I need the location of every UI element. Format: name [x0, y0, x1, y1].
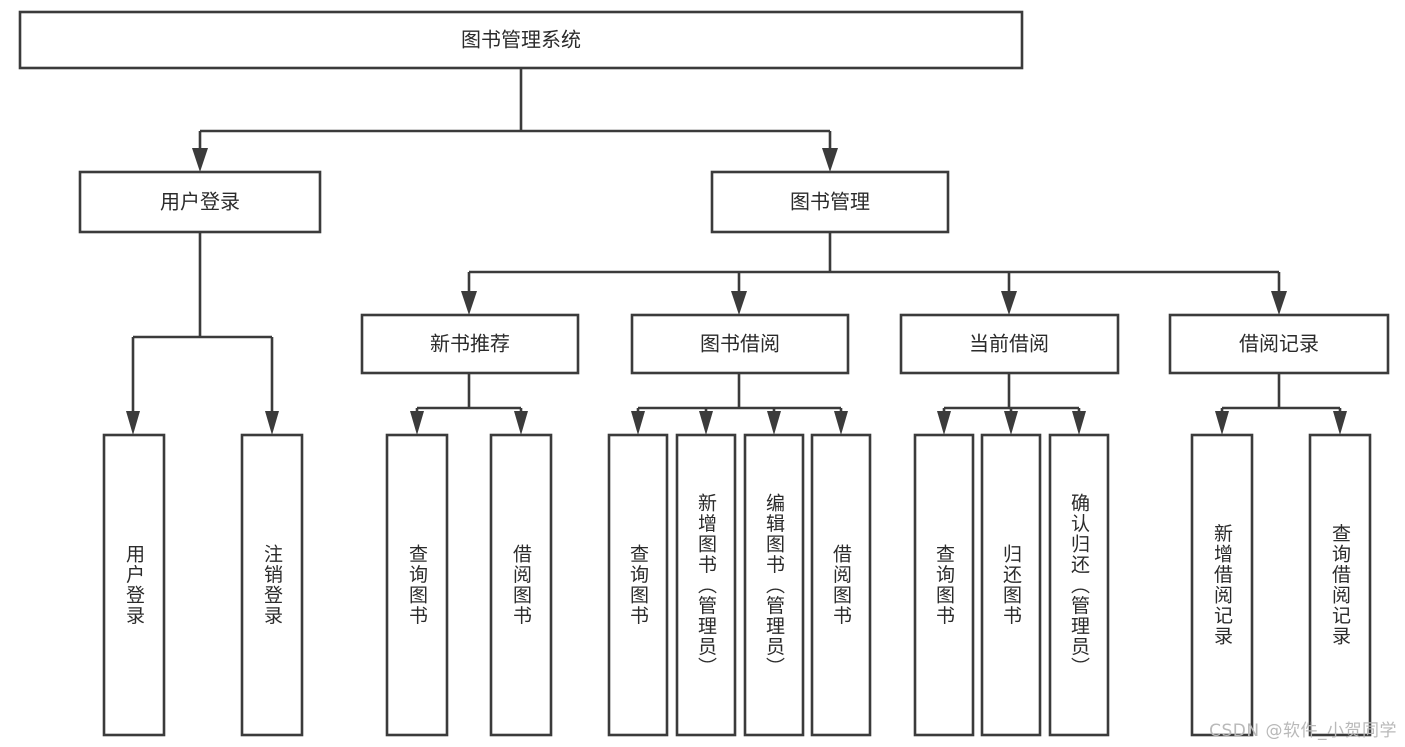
node-leaf-confirm-return-label: 确认归还（管理员） — [1068, 492, 1090, 677]
node-leaf-query-book-3-label: 查询图书 — [933, 544, 955, 626]
node-root[interactable]: 图书管理系统 — [18, 10, 1024, 70]
node-leaf-query-record[interactable]: 查询借阅记录 — [1308, 433, 1372, 737]
arrow-head-new-book-recommend — [461, 291, 477, 315]
arrow-head-leaf-user-login — [126, 411, 140, 435]
arrow-head-leaf-add-record — [1215, 411, 1229, 435]
node-user-login[interactable]: 用户登录 — [78, 170, 322, 234]
node-book-borrow[interactable]: 图书借阅 — [630, 313, 850, 375]
node-leaf-edit-book-label: 编辑图书（管理员） — [763, 492, 785, 677]
node-leaf-query-book-1-label: 查询图书 — [406, 544, 428, 626]
node-leaf-logout-login-label: 注销登录 — [261, 544, 283, 626]
arrow-head-user-login — [192, 148, 208, 172]
node-new-book-recommend-label: 新书推荐 — [430, 332, 510, 356]
node-leaf-borrow-book-1[interactable]: 借阅图书 — [489, 433, 553, 737]
arrow-head-leaf-query-book-3 — [937, 411, 951, 435]
node-user-login-label: 用户登录 — [160, 190, 240, 214]
node-borrow-record[interactable]: 借阅记录 — [1168, 313, 1390, 375]
node-leaf-logout-login[interactable]: 注销登录 — [240, 433, 304, 737]
arrow-head-leaf-logout-login — [265, 411, 279, 435]
node-book-manage[interactable]: 图书管理 — [710, 170, 950, 234]
node-book-borrow-label: 图书借阅 — [700, 332, 780, 356]
arrow-head-leaf-edit-book — [767, 411, 781, 435]
node-leaf-add-book[interactable]: 新增图书（管理员） — [675, 433, 737, 737]
connector-layer — [126, 68, 1347, 435]
node-book-manage-label: 图书管理 — [790, 190, 870, 214]
node-leaf-edit-book[interactable]: 编辑图书（管理员） — [743, 433, 805, 737]
node-current-borrow-label: 当前借阅 — [969, 332, 1049, 356]
node-leaf-return-book[interactable]: 归还图书 — [980, 433, 1042, 737]
node-leaf-user-login-label: 用户登录 — [123, 544, 145, 626]
node-leaf-confirm-return[interactable]: 确认归还（管理员） — [1048, 433, 1110, 737]
node-root-label: 图书管理系统 — [461, 28, 581, 52]
arrow-head-current-borrow — [1001, 291, 1017, 315]
node-leaf-add-record-label: 新增借阅记录 — [1211, 523, 1233, 646]
arrow-head-leaf-query-book-1 — [410, 411, 424, 435]
arrow-head-leaf-return-book — [1004, 411, 1018, 435]
node-leaf-borrow-book-2[interactable]: 借阅图书 — [810, 433, 872, 737]
arrow-head-leaf-confirm-return — [1072, 411, 1086, 435]
arrow-head-borrow-record — [1271, 291, 1287, 315]
node-leaf-query-book-2[interactable]: 查询图书 — [607, 433, 669, 737]
node-leaf-query-book-2-label: 查询图书 — [627, 544, 649, 626]
arrow-head-leaf-query-book-2 — [631, 411, 645, 435]
node-leaf-add-book-label: 新增图书（管理员） — [695, 492, 717, 677]
node-borrow-record-label: 借阅记录 — [1239, 332, 1319, 356]
arrow-head-leaf-add-book — [699, 411, 713, 435]
node-leaf-query-record-label: 查询借阅记录 — [1329, 523, 1351, 646]
arrow-head-leaf-query-record — [1333, 411, 1347, 435]
node-leaf-borrow-book-2-label: 借阅图书 — [830, 544, 852, 626]
arrow-head-leaf-borrow-book-1 — [514, 411, 528, 435]
node-leaf-query-book-1[interactable]: 查询图书 — [385, 433, 449, 737]
node-new-book-recommend[interactable]: 新书推荐 — [360, 313, 580, 375]
arrow-head-book-manage — [822, 148, 838, 172]
node-leaf-user-login[interactable]: 用户登录 — [102, 433, 166, 737]
arrow-head-leaf-borrow-book-2 — [834, 411, 848, 435]
node-current-borrow[interactable]: 当前借阅 — [899, 313, 1120, 375]
arrow-head-book-borrow — [731, 291, 747, 315]
node-leaf-add-record[interactable]: 新增借阅记录 — [1190, 433, 1254, 737]
node-leaf-borrow-book-1-label: 借阅图书 — [510, 544, 532, 626]
node-leaf-query-book-3[interactable]: 查询图书 — [913, 433, 975, 737]
node-leaf-return-book-label: 归还图书 — [1000, 544, 1022, 626]
